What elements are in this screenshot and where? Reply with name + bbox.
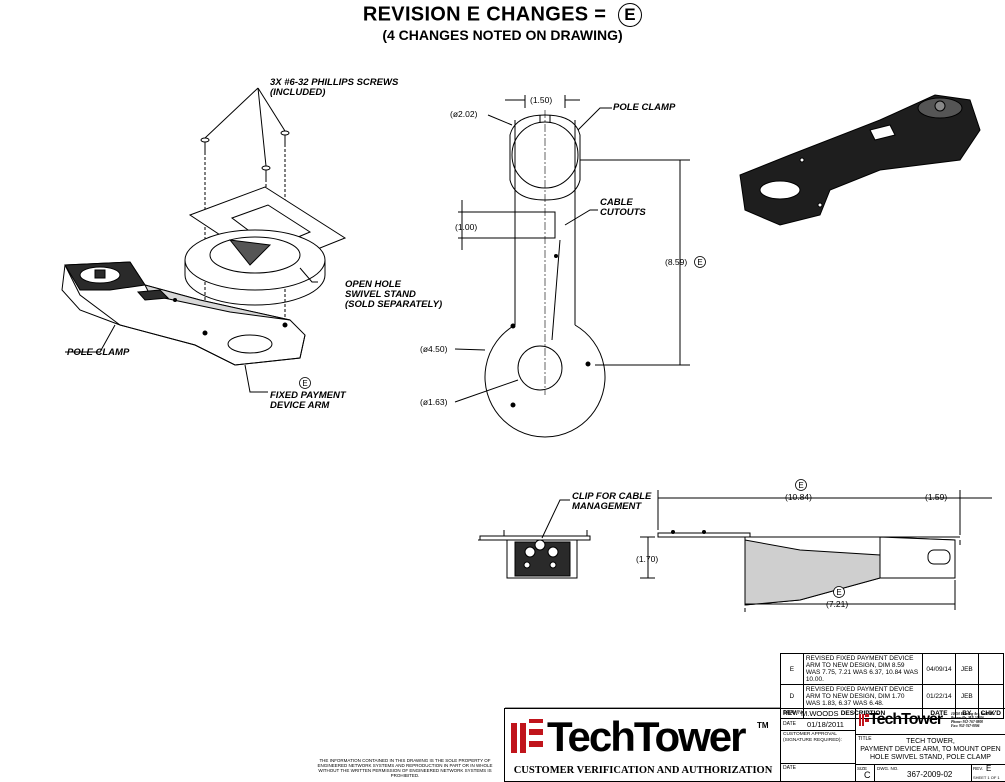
arm-render-icon: [739, 94, 981, 226]
page-title: REVISION E CHANGES = E: [0, 3, 1005, 27]
title-label: TITLE: [858, 736, 872, 742]
logo-panel: TechTower TM CUSTOMER VERIFICATION AND A…: [504, 708, 781, 782]
address: 10450 Evening Ave, Suite 101 Burnsville,…: [951, 712, 996, 728]
table-row: D REVISED FIXED PAYMENT DEVICE ARM TO NE…: [780, 684, 1005, 709]
dwg-cell: DWG. NO. 367-2009-02: [875, 765, 972, 781]
title-text: REVISION E CHANGES =: [362, 3, 607, 26]
dim-w150: (1.50): [530, 95, 553, 105]
date2-cell: DATE: [783, 765, 796, 771]
drawn-value: M.WOODS: [801, 709, 839, 718]
trademark: TM: [757, 721, 769, 730]
dim-d450: (ø4.50): [420, 344, 448, 354]
dim-d163: (ø1.63): [420, 397, 448, 407]
callout-pole-clamp-left: POLE CLAMP: [67, 347, 130, 358]
techtower-logo-icon: [511, 719, 547, 755]
page-subtitle: (4 CHANGES NOTED ON DRAWING): [382, 27, 623, 43]
dim-h100: (1.00): [455, 222, 478, 232]
dim-l159: (1.59): [925, 492, 948, 502]
date-value: 01/18/2011: [807, 720, 844, 729]
callout-pole-clamp-top: POLE CLAMP: [613, 102, 676, 113]
disclaimer: THE INFORMATION CONTAINED IN THIS DRAWIN…: [317, 758, 493, 778]
brand-logo: TechTower: [547, 713, 746, 760]
dim-h170: (1.70): [636, 554, 659, 564]
drawing-title: TECH TOWER, PAYMENT DEVICE ARM, TO MOUNT…: [860, 738, 1001, 761]
rev-mark: E: [697, 258, 702, 267]
title-block: DRAWN M.WOODS DATE 01/18/2011 CUSTOMER A…: [780, 708, 1005, 782]
size-cell: SIZE C: [856, 765, 875, 781]
drawn-cell: DRAWN M.WOODS: [781, 709, 855, 719]
verification-label: CUSTOMER VERIFICATION AND AUTHORIZATION: [513, 765, 773, 776]
rev-mark: E: [836, 588, 841, 597]
callout-screws: 3X #6-32 PHILLIPS SCREWS(INCLUDED): [270, 77, 399, 98]
date-cell: DATE 01/18/2011: [781, 719, 855, 731]
dim-l1084: (10.84): [785, 492, 812, 502]
dwg-number: 367-2009-02: [907, 770, 953, 779]
approval-cell: CUSTOMER APPROVAL (SIGNATURE REQUIRED):: [781, 731, 855, 764]
brand-small: TechTower: [869, 711, 943, 728]
rev-cell: REV. E SHEET 1 OF 1: [973, 764, 1000, 780]
rev-circle: E: [618, 3, 643, 27]
rev-mark: E: [798, 481, 803, 490]
screw-icon: [200, 130, 290, 182]
dim-l859: (8.59): [665, 257, 688, 267]
dim-d202: (ø2.02): [450, 109, 478, 119]
table-row: E REVISED FIXED PAYMENT DEVICE ARM TO NE…: [780, 653, 1005, 685]
rev-mark: E: [302, 379, 307, 388]
dim-l721: (7.21): [826, 599, 849, 609]
table-header-row: REV. DESCRIPTION DATE BY CHK'D: [780, 708, 1005, 719]
revision-table: E REVISED FIXED PAYMENT DEVICE ARM TO NE…: [780, 653, 1005, 719]
small-logo-icon: [859, 712, 869, 726]
